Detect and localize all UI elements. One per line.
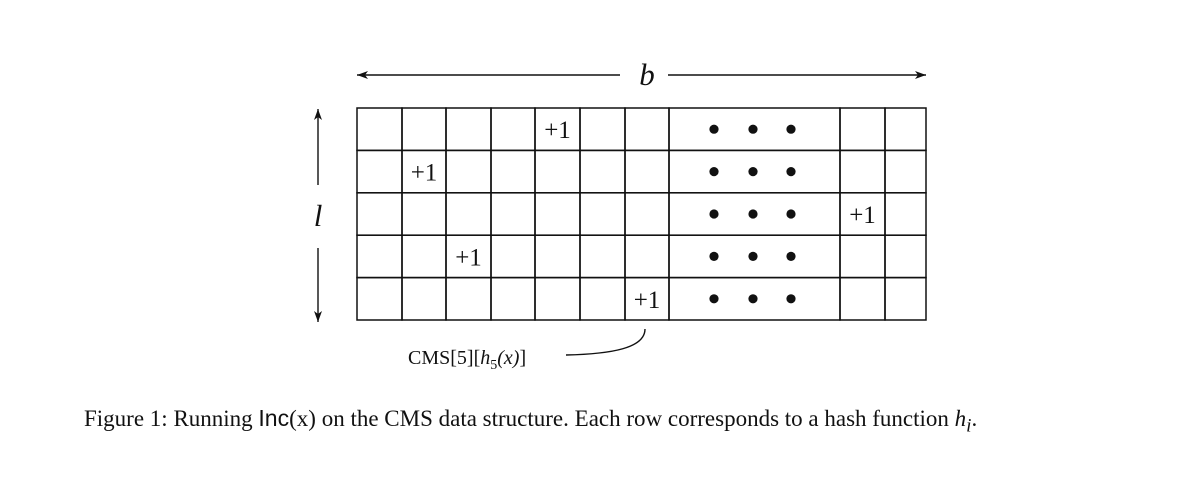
ellipsis-dot: [748, 251, 758, 261]
grid-cell: [839, 107, 886, 152]
grid-cell: [401, 192, 447, 236]
pointer-curve: [565, 328, 646, 356]
grid-cell: [356, 192, 403, 236]
pointer-label-prefix: CMS[5][: [408, 347, 480, 369]
increment-label: +1: [544, 117, 571, 144]
grid-cell: [445, 107, 492, 152]
grid-cell: [884, 234, 927, 279]
grid-cell: [884, 107, 927, 152]
grid-cell: [884, 276, 927, 321]
grid-cell: [490, 149, 536, 194]
grid-cell: [401, 234, 447, 279]
grid-cell: [579, 192, 626, 236]
height-label: l: [314, 198, 323, 233]
caption-func-sub: i: [966, 415, 972, 437]
grid-cell: [534, 149, 581, 194]
ellipsis-dot: [748, 167, 758, 177]
caption-func: h: [954, 406, 967, 431]
ellipsis-dot: [709, 167, 719, 177]
grid-cell: [445, 276, 492, 321]
increment-label: +1: [455, 244, 482, 271]
increment-label: +1: [849, 202, 876, 229]
grid-cell: [534, 276, 581, 321]
pointer-label-sub: 5: [490, 358, 497, 373]
ellipsis-dot: [748, 294, 758, 304]
pointer-label-arg: (x): [497, 347, 520, 369]
ellipsis-dot: [786, 209, 796, 219]
grid-cell: [356, 234, 403, 279]
grid-cell: [624, 192, 670, 236]
ellipsis-dot: [786, 251, 796, 261]
grid-cell: [839, 276, 886, 321]
grid-cell: [579, 276, 626, 321]
increment-label: +1: [634, 287, 661, 314]
caption-op: Inc: [258, 405, 290, 431]
grid-cell: [534, 192, 581, 236]
grid-cell: [490, 107, 536, 152]
pointer-label: CMS[5][h5(x)]: [408, 347, 526, 373]
cms-grid: +1 +1 +1 +1 +1: [356, 107, 927, 321]
increment-label: +1: [411, 160, 438, 187]
grid-cell: [579, 149, 626, 194]
grid-cell: [401, 276, 447, 321]
caption-end: .: [971, 406, 978, 431]
caption-op-arg: (x): [289, 406, 316, 431]
grid-cell: [356, 149, 403, 194]
grid-cell: [401, 107, 447, 152]
caption-lead: Figure 1: Running: [84, 406, 259, 431]
ellipsis-dot: [709, 294, 719, 304]
grid-cell: [624, 234, 670, 279]
figure-caption: Figure 1: Running Inc(x) on the CMS data…: [84, 403, 1164, 442]
grid-cell: [490, 234, 536, 279]
ellipsis-dot: [709, 251, 719, 261]
grid-cell: [445, 149, 492, 194]
ellipsis-dot: [709, 124, 719, 134]
grid-cell: [534, 234, 581, 279]
grid-cell: [624, 107, 670, 152]
grid-cell: [884, 149, 927, 194]
ellipsis-dot: [786, 167, 796, 177]
grid-cell: [490, 192, 536, 236]
ellipsis-dot: [748, 124, 758, 134]
width-label: b: [639, 57, 655, 92]
grid-cell: [884, 192, 927, 236]
grid-cell: [839, 234, 886, 279]
grid-cell: [445, 192, 492, 236]
ellipsis-dot: [786, 294, 796, 304]
grid-cell: [579, 107, 626, 152]
grid-cell: [579, 234, 626, 279]
grid-cell: [624, 149, 670, 194]
caption-middle: on the CMS data structure. Each row corr…: [315, 406, 955, 431]
ellipsis-dot: [786, 124, 796, 134]
ellipsis-dot: [748, 209, 758, 219]
grid-cell: [490, 276, 536, 321]
pointer-label-suffix: ]: [519, 347, 526, 369]
grid-cell: [356, 107, 403, 152]
ellipsis-dot: [709, 209, 719, 219]
grid-cell: [839, 149, 886, 194]
pointer-label-func: h: [480, 347, 490, 369]
grid-cell: [356, 276, 403, 321]
